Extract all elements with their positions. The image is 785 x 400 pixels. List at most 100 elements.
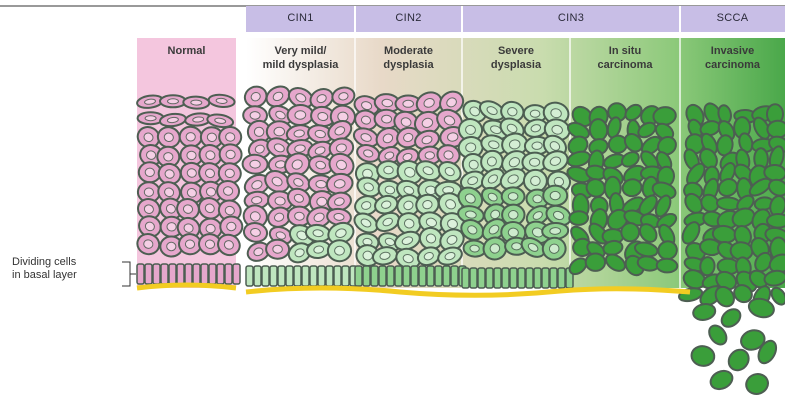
normal-basal-cell-53: [217, 264, 224, 284]
basal-layer-bracket: [122, 262, 136, 286]
column-title-insitu: In situ carcinoma: [570, 44, 680, 72]
normal-basal-cell-54: [225, 264, 232, 284]
insitu-cell-308: [656, 258, 677, 273]
normal-basal-cell-52: [209, 264, 216, 284]
severe-basal-cell-241: [558, 268, 565, 288]
invading-cell-396: [744, 371, 771, 397]
column-title-moderate-line2: dysplasia: [355, 58, 462, 72]
severe-basal-cell-238: [534, 268, 541, 288]
severe-basal-cell-229: [462, 268, 469, 288]
invading-cell-395: [708, 368, 736, 393]
moderate-basal-cell-172: [371, 266, 378, 286]
column-title-invasive-line1: Invasive: [680, 44, 785, 58]
moderate-basal-cell-175: [395, 266, 402, 286]
column-title-invasive-line2: carcinoma: [680, 58, 785, 72]
mild-basal-cell-112: [294, 266, 301, 286]
normal-basal-cell-47: [169, 264, 176, 284]
header-label-cin3: CIN3: [462, 8, 680, 28]
severe-basal-cell-234: [502, 268, 509, 288]
normal-cell-2: [183, 96, 209, 109]
basal-layer-label-line2: in basal layer: [12, 269, 77, 282]
severe-basal-cell-237: [526, 268, 533, 288]
basal-layer-label-line1: Dividing cells: [12, 256, 77, 269]
normal-basal-cell-45: [153, 264, 160, 284]
column-title-mild-line1: Very mild/: [246, 44, 355, 58]
moderate-basal-cell-177: [411, 266, 418, 286]
invading-cell-387: [692, 302, 717, 322]
normal-basal-cell-46: [161, 264, 168, 284]
invading-cell-392: [690, 345, 716, 368]
moderate-basal-cell-181: [443, 266, 450, 286]
moderate-basal-cell-182: [451, 266, 458, 286]
column-title-severe-line1: Severe: [462, 44, 570, 58]
basement-membrane-dysplasia: [246, 288, 690, 295]
moderate-basal-cell-173: [379, 266, 386, 286]
mild-basal-cell-110: [278, 266, 285, 286]
mild-cell-102: [266, 239, 290, 259]
column-title-invasive: Invasive carcinoma: [680, 44, 785, 72]
mild-basal-cell-117: [334, 266, 341, 286]
mild-basal-cell-113: [302, 266, 309, 286]
severe-basal-cell-233: [494, 268, 501, 288]
moderate-basal-cell-178: [419, 266, 426, 286]
mild-basal-cell-109: [270, 266, 277, 286]
mild-cell-105: [328, 240, 352, 262]
severe-basal-cell-235: [510, 268, 517, 288]
normal-basal-cell-50: [193, 264, 200, 284]
severe-cell-213: [543, 185, 567, 205]
severe-basal-cell-231: [478, 268, 485, 288]
insitu-cell-304: [586, 254, 605, 271]
severe-cell-211: [502, 187, 525, 205]
mild-cell-63: [287, 105, 313, 126]
column-title-normal: Normal: [137, 44, 236, 58]
mild-basal-cell-115: [318, 266, 325, 286]
header-label-cin1: CIN1: [246, 8, 355, 28]
normal-basal-cell-44: [145, 264, 152, 284]
moderate-basal-cell-174: [387, 266, 394, 286]
header-label-scca: SCCA: [680, 8, 785, 28]
column-title-normal-line1: Normal: [137, 44, 236, 58]
normal-basal-cell-51: [201, 264, 208, 284]
normal-cell-1: [160, 95, 186, 107]
insitu-cell-285: [569, 211, 588, 226]
mild-basal-cell-114: [310, 266, 317, 286]
column-title-insitu-line1: In situ: [570, 44, 680, 58]
moderate-basal-cell-180: [435, 266, 442, 286]
severe-basal-cell-236: [518, 268, 525, 288]
invading-cell-388: [718, 306, 744, 331]
mild-basal-cell-118: [342, 266, 349, 286]
normal-basal-cell-49: [185, 264, 192, 284]
column-title-mild-line2: mild dysplasia: [246, 58, 355, 72]
normal-basal-cell-43: [137, 264, 144, 284]
severe-basal-cell-230: [470, 268, 477, 288]
severe-basal-cell-232: [486, 268, 493, 288]
mild-cell-76: [242, 154, 268, 174]
normal-basal-cell-48: [177, 264, 184, 284]
normal-basal-cell-55: [233, 264, 240, 284]
basal-layer-label: Dividing cells in basal layer: [12, 256, 77, 282]
column-title-insitu-line2: carcinoma: [570, 58, 680, 72]
moderate-basal-cell-170: [355, 266, 362, 286]
column-title-moderate: Moderate dysplasia: [355, 44, 462, 72]
moderate-cell-141: [377, 161, 400, 179]
column-title-severe-line2: dysplasia: [462, 58, 570, 72]
header-label-cin2: CIN2: [355, 8, 462, 28]
mild-basal-cell-106: [246, 266, 253, 286]
insitu-cell-294: [621, 223, 640, 242]
mild-basal-cell-107: [254, 266, 261, 286]
severe-basal-cell-240: [550, 268, 557, 288]
mild-basal-cell-116: [326, 266, 333, 286]
column-title-moderate-line1: Moderate: [355, 44, 462, 58]
moderate-basal-cell-179: [427, 266, 434, 286]
moderate-basal-cell-176: [403, 266, 410, 286]
severe-basal-cell-239: [542, 268, 549, 288]
normal-cell-37: [220, 216, 242, 236]
mild-basal-cell-111: [286, 266, 293, 286]
invasive-cell-320: [767, 120, 785, 138]
invasive-cell-356: [767, 214, 785, 228]
column-title-severe: Severe dysplasia: [462, 44, 570, 72]
mild-basal-cell-108: [262, 266, 269, 286]
moderate-basal-cell-171: [363, 266, 370, 286]
column-title-mild: Very mild/ mild dysplasia: [246, 44, 355, 72]
